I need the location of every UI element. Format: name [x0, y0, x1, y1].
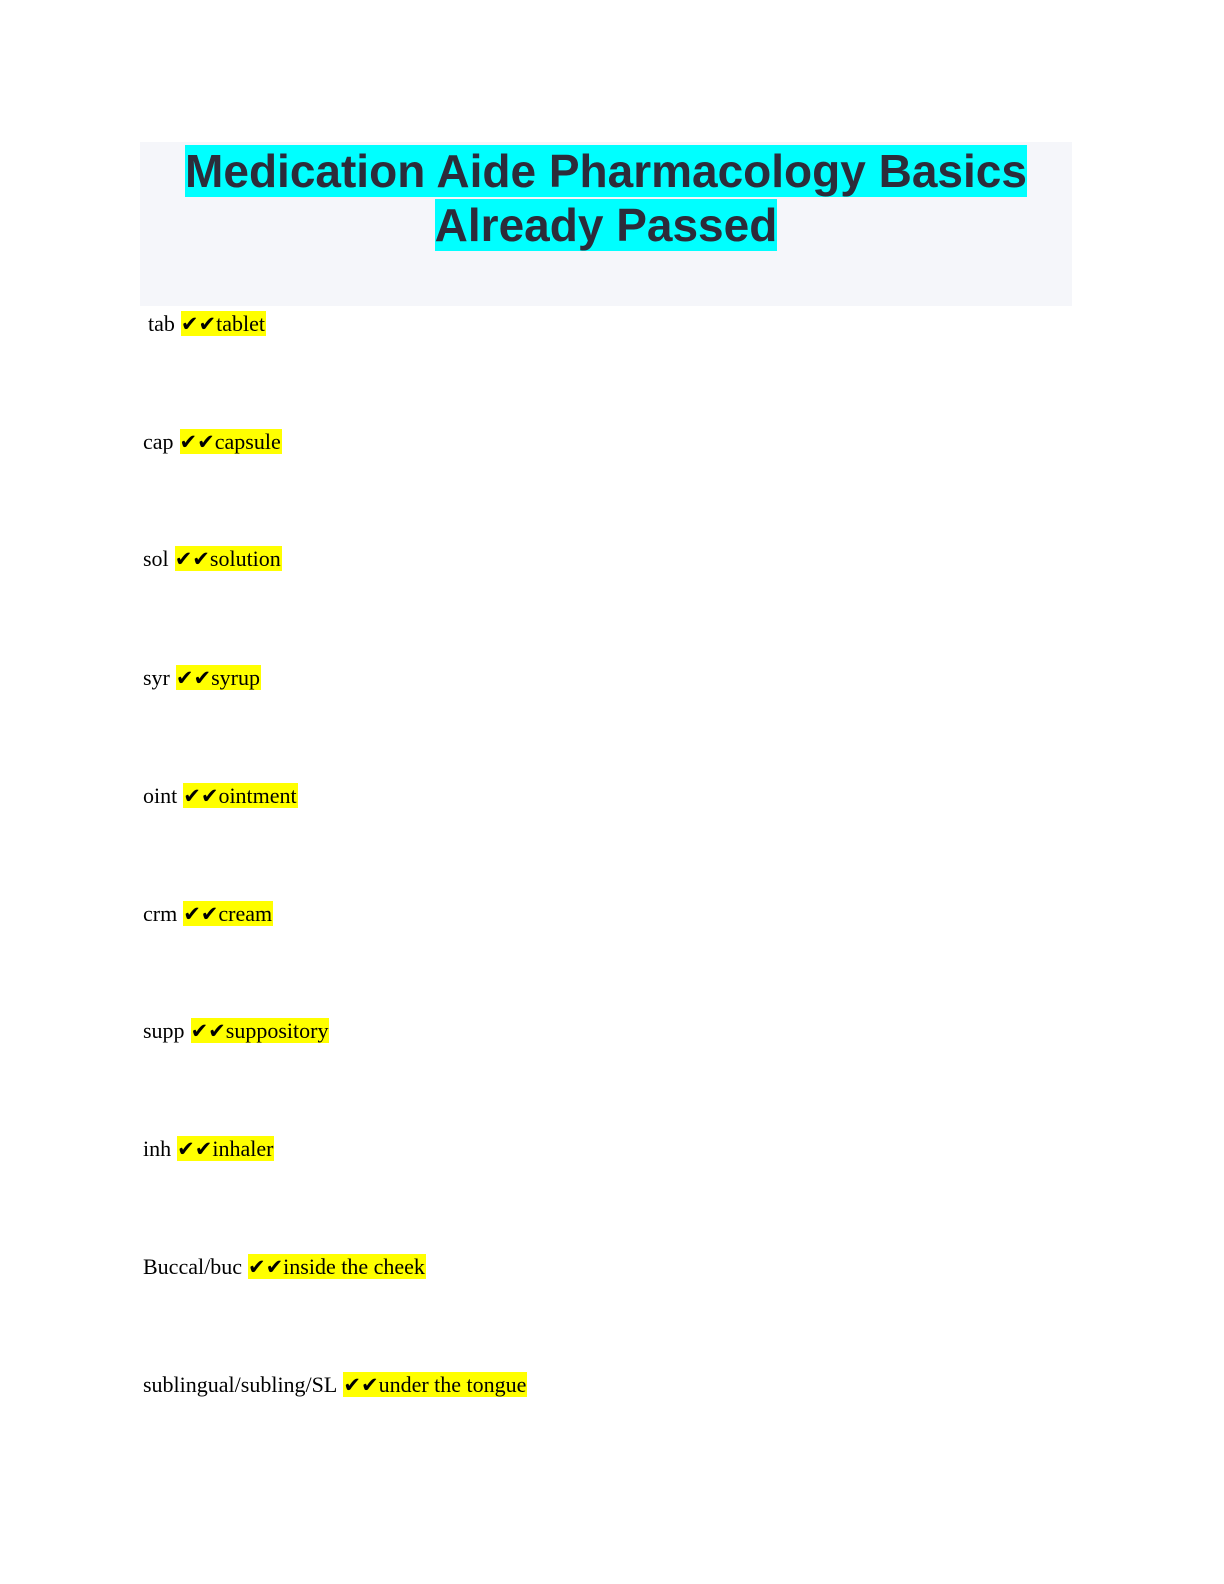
list-item: sublingual/subling/SL✔✔under the tongue [143, 1369, 528, 1401]
entry-answer: ✔✔syrup [175, 665, 261, 690]
check-icon: ✔✔ [190, 1019, 226, 1043]
check-icon: ✔✔ [183, 902, 219, 926]
page-title: Medication Aide Pharmacology Basics Alre… [185, 145, 1027, 251]
list-item: Buccal/buc✔✔inside the cheek [143, 1251, 426, 1283]
entry-definition: inhaler [212, 1136, 274, 1161]
entry-definition: inside the cheek [283, 1254, 425, 1279]
entry-answer: ✔✔inhaler [177, 1136, 275, 1161]
entry-answer: ✔✔cream [183, 901, 274, 926]
check-icon: ✔✔ [247, 1255, 284, 1279]
entry-answer: ✔✔inside the cheek [247, 1254, 426, 1279]
title-banner: Medication Aide Pharmacology Basics Alre… [140, 142, 1072, 306]
list-item: cap✔✔capsule [143, 426, 282, 458]
entry-term: Buccal/buc [143, 1254, 242, 1279]
entry-definition: suppository [225, 1018, 329, 1043]
list-item: crm✔✔cream [143, 898, 274, 930]
entry-answer: ✔✔solution [174, 546, 282, 571]
check-icon: ✔✔ [183, 784, 219, 808]
entry-term: supp [143, 1018, 185, 1043]
entry-answer: ✔✔capsule [179, 429, 282, 454]
entry-definition: solution [209, 546, 281, 571]
list-item: syr✔✔syrup [143, 662, 261, 694]
list-item: oint✔✔ointment [143, 780, 298, 812]
list-item: tab✔✔tablet [148, 308, 266, 340]
check-icon: ✔✔ [174, 547, 210, 571]
entry-term: syr [143, 665, 170, 690]
entry-definition: cream [218, 901, 273, 926]
list-item: sol✔✔solution [143, 543, 282, 575]
check-icon: ✔✔ [177, 1137, 213, 1161]
check-icon: ✔✔ [343, 1373, 379, 1397]
check-icon: ✔✔ [179, 430, 215, 454]
list-item: inh✔✔inhaler [143, 1133, 275, 1165]
entry-term: cap [143, 429, 174, 454]
entry-term: tab [148, 311, 175, 336]
entry-term: inh [143, 1136, 172, 1161]
entry-definition: under the tongue [378, 1372, 527, 1397]
check-icon: ✔✔ [180, 312, 217, 336]
entry-definition: ointment [218, 783, 297, 808]
entry-term: crm [143, 901, 178, 926]
entry-definition: tablet [216, 311, 265, 336]
entry-definition: capsule [214, 429, 281, 454]
entry-term: oint [143, 783, 178, 808]
entry-answer: ✔✔tablet [180, 311, 266, 336]
entry-answer: ✔✔under the tongue [343, 1372, 528, 1397]
check-icon: ✔✔ [175, 666, 212, 690]
entry-answer: ✔✔suppository [190, 1018, 330, 1043]
entry-definition: syrup [211, 665, 260, 690]
entry-answer: ✔✔ointment [183, 783, 298, 808]
entry-term: sol [143, 546, 169, 571]
entry-term: sublingual/subling/SL [143, 1372, 338, 1397]
list-item: supp✔✔suppository [143, 1015, 330, 1047]
